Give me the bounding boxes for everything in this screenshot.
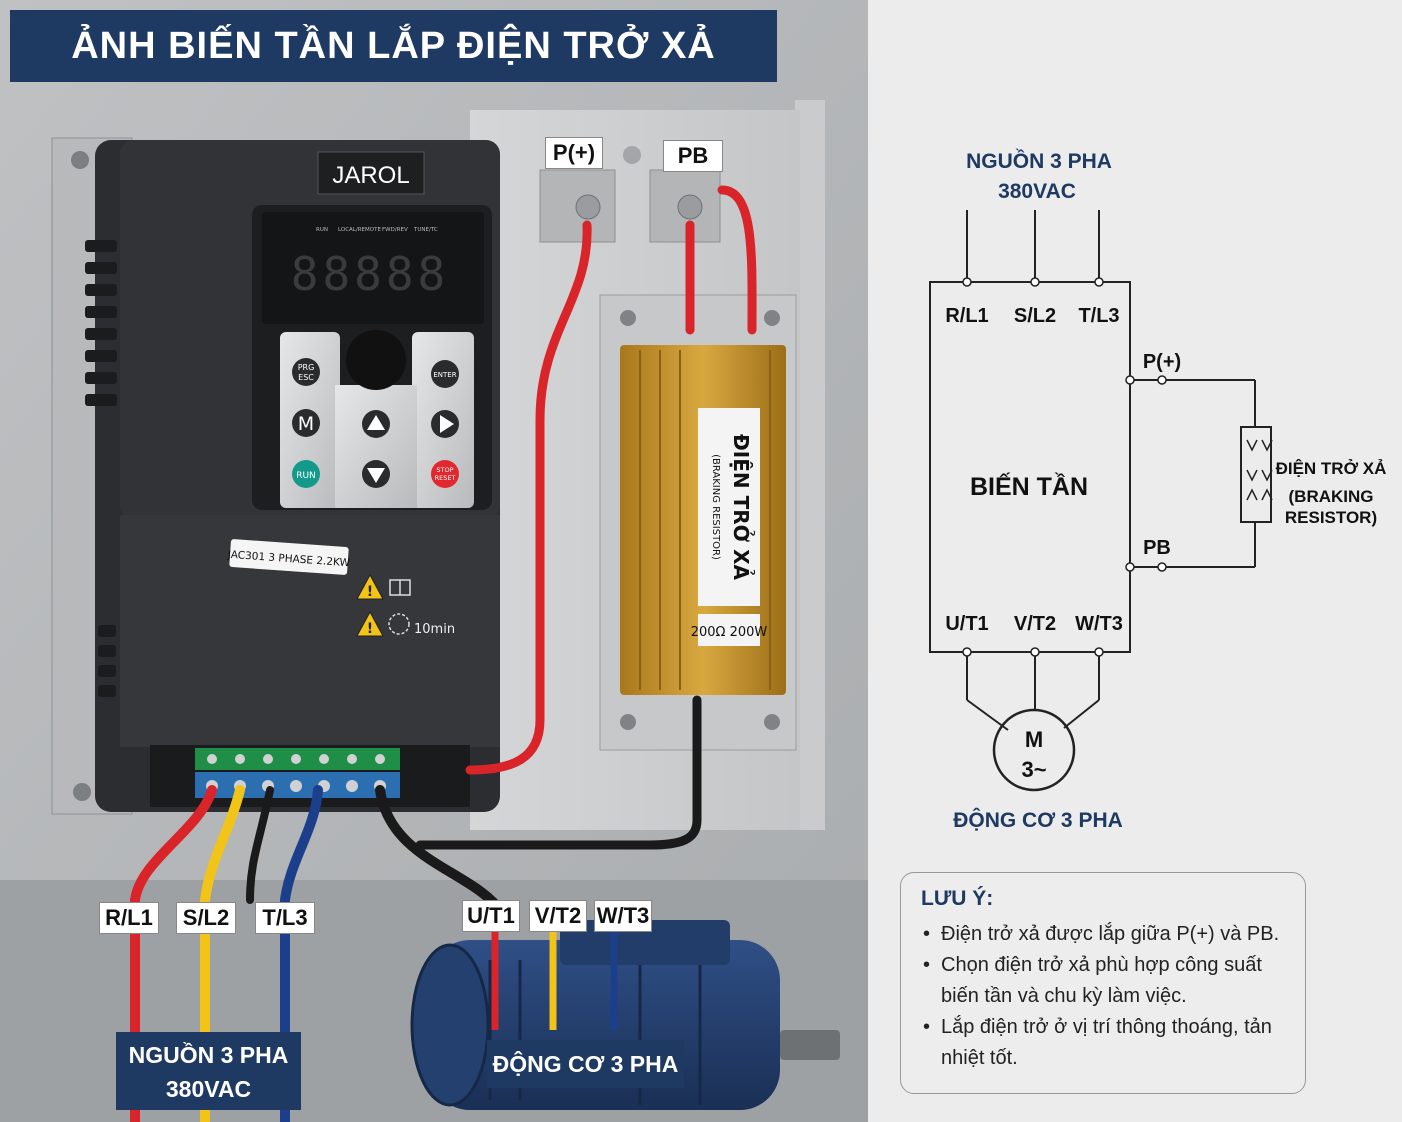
run-button[interactable]: RUN	[292, 460, 320, 488]
schematic-lines	[929, 210, 1273, 792]
keypad-center-panel	[335, 385, 417, 508]
tag-u-t1: U/T1	[462, 900, 520, 932]
notes-panel: LƯU Ý: Điện trở xả được lắp giữa P(+) và…	[900, 872, 1306, 1094]
schem-source-line1: NGUỒN 3 PHA	[966, 149, 1112, 173]
resistor-sub: (BRAKING RESISTOR)	[710, 454, 721, 560]
schem-input-s: S/L2	[1014, 305, 1056, 327]
led-display: 88888	[291, 247, 449, 301]
tag-s-l2: S/L2	[176, 902, 236, 934]
stop-label: STOP	[436, 466, 453, 474]
note-item: Điện trở xả được lắp giữa P(+) và PB.	[921, 919, 1287, 950]
warning-read-manual: !	[356, 573, 411, 600]
schem-resistor-line3: RESISTOR)	[1285, 508, 1377, 527]
down-button[interactable]	[362, 460, 390, 488]
schem-source-line2: 380VAC	[998, 180, 1076, 203]
resistor-rating: 200Ω 200W	[691, 625, 768, 640]
motor-wires	[491, 925, 618, 1030]
installation-photo: JAROL RUN LOCAL/REMOTE FWD/REV TUNE/TC 8…	[0, 0, 868, 1122]
reset-label: RESET	[435, 474, 456, 482]
source-label-line2: 380VAC	[165, 1076, 252, 1102]
timer-icon	[388, 613, 410, 635]
side-vents	[85, 240, 117, 697]
run-label: RUN	[296, 471, 316, 481]
esc-label: ESC	[298, 373, 314, 382]
wiring	[130, 185, 757, 1122]
mount-screw	[73, 783, 91, 801]
warning-time: 10min	[414, 622, 455, 637]
m-label: M	[298, 413, 314, 435]
brand-plate	[317, 151, 425, 195]
prg-label: PRG	[298, 363, 315, 372]
exclamation-icon: !	[367, 584, 373, 600]
display-window	[262, 212, 484, 324]
up-arrow-icon	[367, 415, 385, 430]
model-sticker	[229, 539, 349, 575]
stop-reset-button[interactable]: STOP RESET	[431, 460, 459, 488]
warning-triangle-icon	[356, 610, 384, 637]
right-button[interactable]	[431, 410, 459, 438]
note-item: Lắp điện trở ở vị trí thông thoáng, tản …	[921, 1012, 1287, 1074]
up-button[interactable]	[362, 410, 390, 438]
resistor-label-sticker	[698, 408, 760, 606]
schem-input-t: T/L3	[1078, 305, 1119, 327]
enter-button[interactable]: ENTER	[431, 360, 459, 388]
exclamation-icon: !	[367, 621, 373, 637]
indicator-local: LOCAL/REMOTE	[338, 227, 381, 233]
resistor-fins	[639, 350, 771, 690]
schematic-nodes	[962, 277, 1167, 657]
tag-pb: PB	[663, 140, 723, 172]
schem-resistor-line2: (BRAKING	[1289, 487, 1374, 506]
schem-motor-label: ĐỘNG CƠ 3 PHA	[953, 808, 1123, 832]
m-button[interactable]: M	[292, 409, 320, 437]
indicator-fwd: FWD/REV	[382, 227, 408, 233]
tag-t-l3: T/L3	[255, 902, 315, 934]
schem-output-v: V/T2	[1014, 613, 1056, 635]
schem-input-r: R/L1	[945, 305, 988, 327]
schem-p-plus: P(+)	[1143, 351, 1181, 373]
prg-esc-button[interactable]: PRG ESC	[292, 358, 320, 386]
warning-triangle-icon	[356, 573, 384, 600]
rotary-knob[interactable]	[346, 330, 406, 390]
schem-resistor-line1: ĐIỆN TRỞ XẢ	[1276, 459, 1387, 478]
tag-r-l1: R/L1	[99, 902, 159, 934]
schem-inverter: BIẾN TẦN	[970, 472, 1088, 501]
right-arrow-icon	[440, 415, 454, 433]
down-arrow-icon	[367, 468, 385, 483]
warning-discharge-time: ! 10min	[356, 610, 455, 637]
mount-screw	[71, 151, 89, 169]
tag-p-plus: P(+)	[545, 137, 603, 169]
schem-pb: PB	[1143, 537, 1171, 559]
schem-output-w: W/T3	[1075, 613, 1123, 635]
note-item: Chọn điện trở xả phù hợp công suất biến …	[921, 950, 1287, 1012]
page-title: ẢNH BIẾN TẦN LẮP ĐIỆN TRỞ XẢ	[10, 10, 777, 82]
indicator-run: RUN	[316, 227, 328, 233]
motor-shaft	[780, 1030, 840, 1060]
source-label-line1: NGUỒN 3 PHA	[128, 1042, 289, 1068]
schem-motor-phase: 3~	[1021, 757, 1046, 782]
motor-label: ĐỘNG CƠ 3 PHA	[487, 1040, 684, 1088]
tag-w-t3: W/T3	[594, 900, 652, 932]
brand-text: JAROL	[332, 162, 409, 189]
tag-v-t2: V/T2	[529, 900, 587, 932]
indicator-tune: TUNE/TC	[413, 227, 438, 233]
enter-label: ENTER	[433, 371, 456, 379]
resistor-name: ĐIỆN TRỞ XẢ	[729, 434, 754, 580]
resistor-rating-sticker	[698, 614, 760, 646]
notes-title: LƯU Ý:	[921, 887, 994, 910]
source-label: NGUỒN 3 PHA 380VAC	[116, 1032, 301, 1110]
schem-output-u: U/T1	[945, 613, 988, 635]
schem-motor-m: M	[1025, 727, 1043, 752]
